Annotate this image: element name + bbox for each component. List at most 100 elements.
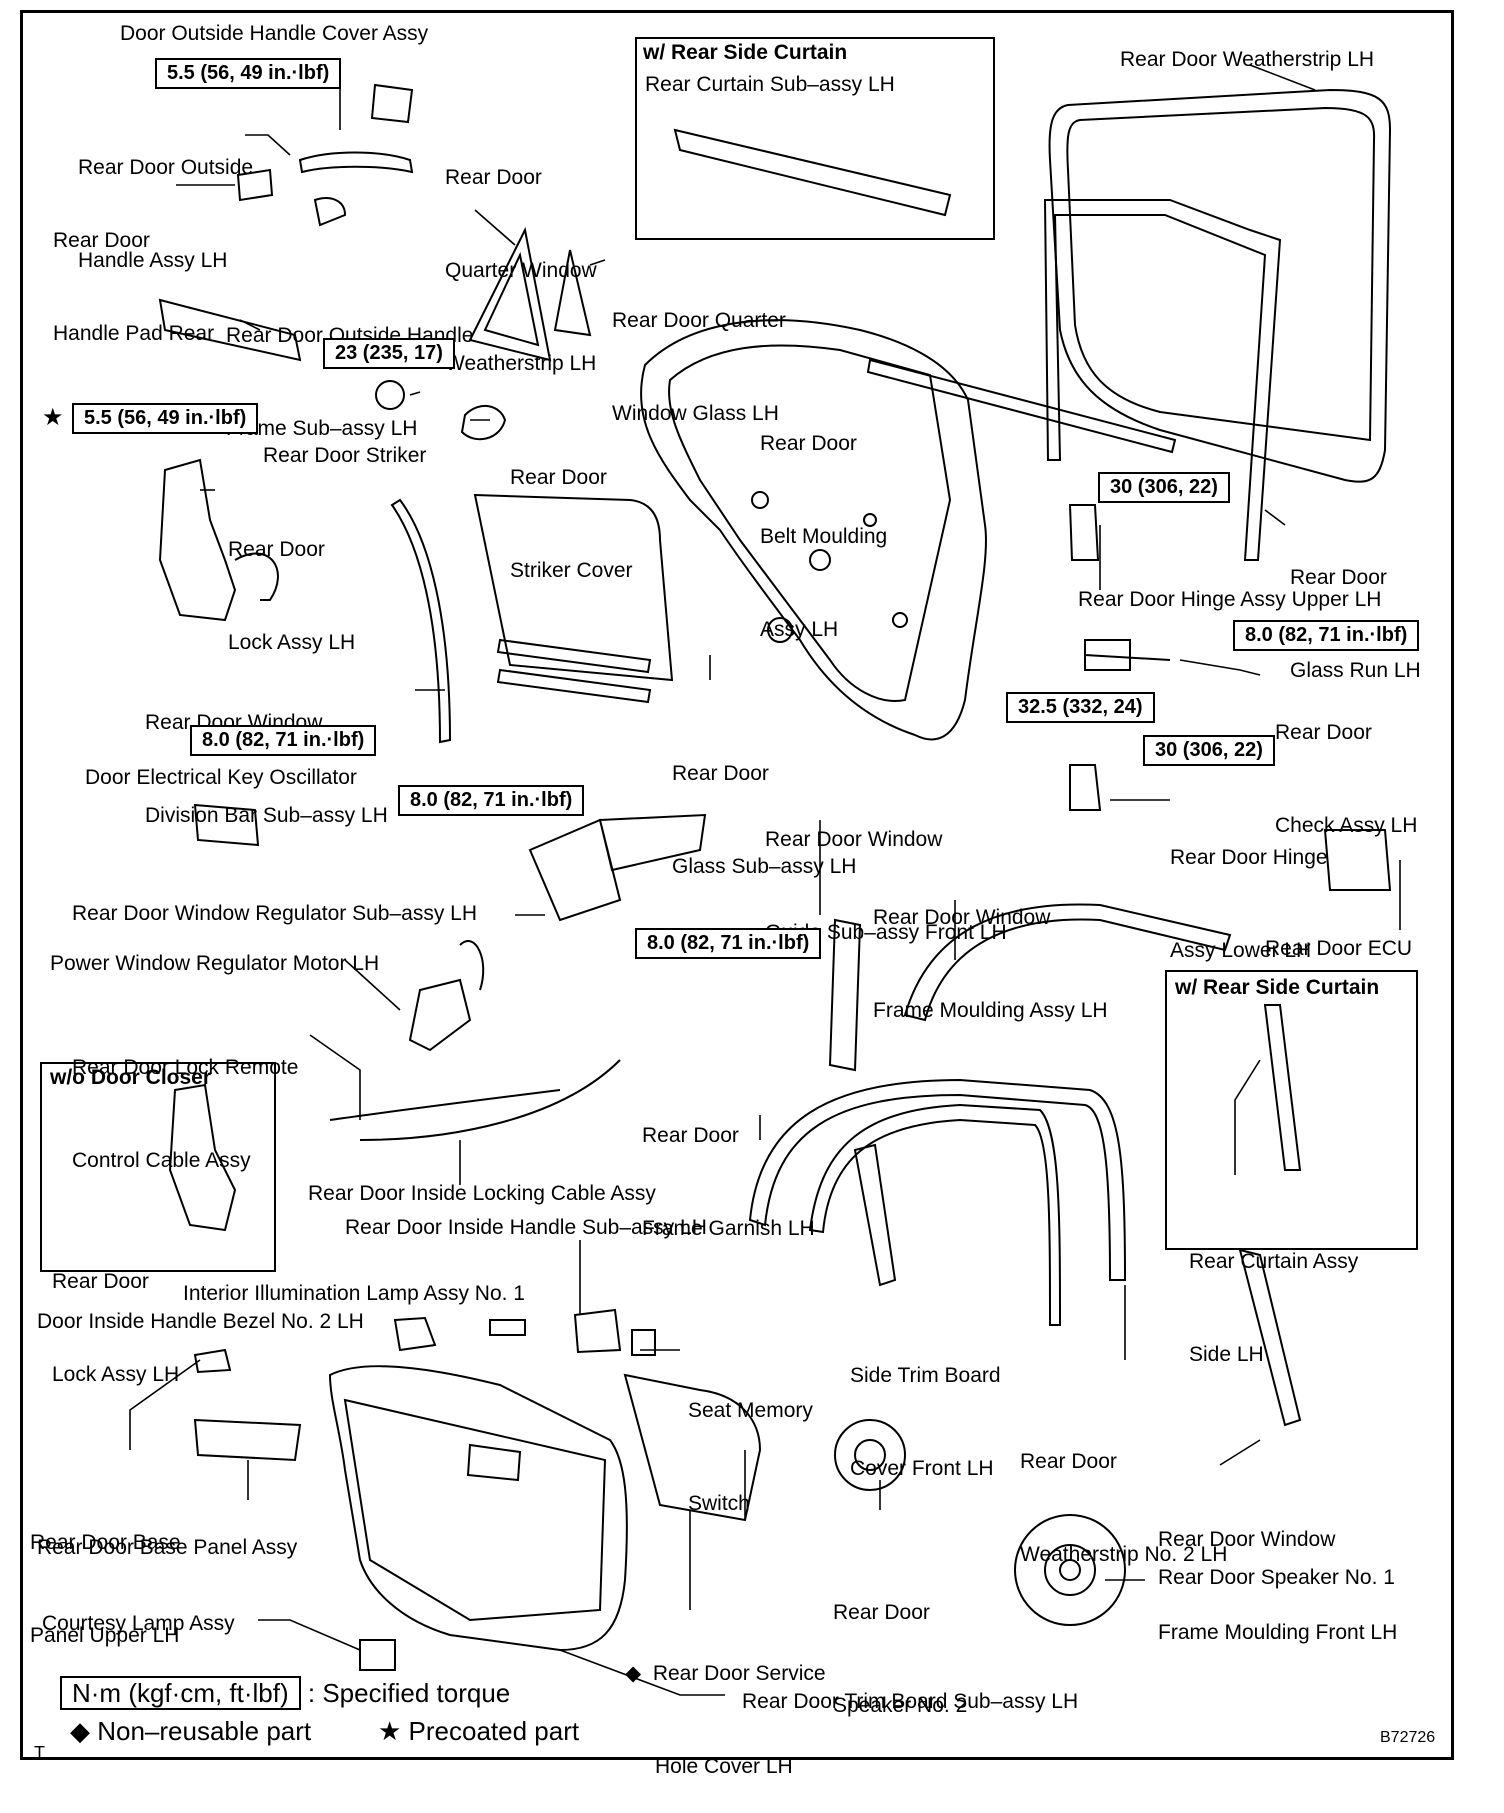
label-line: Check Assy LH (1275, 814, 1418, 837)
label-line: Rear Door Hinge (1170, 846, 1328, 869)
striker-shape (375, 380, 405, 410)
label-line: Rear Door (1275, 721, 1372, 744)
label-line: Weatherstrip No. 2 LH (1020, 1543, 1228, 1566)
label-line: Control Cable Assy (72, 1149, 251, 1172)
legend-nonreusable: ◆ Non–reusable part (70, 1716, 311, 1747)
label-line: Lock Assy LH (52, 1363, 180, 1386)
label-line: Rear Door Service (652, 1662, 826, 1685)
label-line: Rear Door (445, 166, 542, 189)
label-service-hole-cover: ◆ Rear Door Service Hole Cover LH (625, 1596, 826, 1813)
label-frame-moulding-assy: Rear Door Window Frame Moulding Assy LH (873, 840, 1108, 1057)
label-frame-moulding-front: Rear Door Window Frame Moulding Front LH (1158, 1462, 1397, 1679)
label-inside-handle: Rear Door Inside Handle Sub–assy LH (345, 1216, 707, 1239)
label-rear-door-outside-handle: Rear Door Outside Handle Assy LH (78, 90, 253, 307)
label-quarter-window-weatherstrip: Rear Door Quarter Window Weatherstrip LH (445, 100, 597, 410)
glass-run-shape (1043, 199, 1282, 561)
label-line: Hole Cover LH (655, 1755, 793, 1778)
box-title: w/ Rear Side Curtain (643, 41, 848, 64)
label-regulator-motor: Power Window Regulator Motor LH (50, 952, 380, 975)
figure-code: B72726 (1380, 1729, 1436, 1746)
torque-lock: 5.5 (56, 49 in.·lbf) (72, 403, 259, 434)
label-line: Guide Sub–assy Front LH (765, 921, 1007, 944)
box-title: w/o Door Closer (50, 1066, 212, 1089)
label-line: Handle Pad Rear (53, 322, 215, 345)
label-glass-sub-assy: Rear Door Glass Sub–assy LH (672, 696, 856, 913)
label-illumination-lamp: Interior Illumination Lamp Assy No. 1 (183, 1282, 525, 1305)
label-base-panel-upper: Rear Door Base Panel Upper LH (30, 1465, 181, 1682)
label-inside-locking-cable: Rear Door Inside Locking Cable Assy (308, 1182, 656, 1205)
box-curtain-top: w/ Rear Side Curtain Rear Curtain Sub–as… (635, 37, 995, 240)
label-line: Rear Door Window (1158, 1528, 1336, 1551)
label-rear-door-lock: Rear Door Lock Assy LH (228, 472, 355, 689)
label-line: Lock Assy LH (228, 631, 356, 654)
label-lock-no-closer: Rear Door Lock Assy LH (52, 1204, 179, 1452)
label-trim-board: Rear Door Trim Board Sub–assy LH (742, 1690, 1079, 1713)
box-title: w/ Rear Side Curtain (1175, 976, 1380, 999)
corner-mark: T (34, 1743, 45, 1763)
outside-handle-shape (298, 151, 414, 174)
legend-torque: N·m (kgf·cm, ft·lbf) : Specified torque (60, 1676, 511, 1710)
division-bar-shape (390, 498, 452, 744)
label-line: Division Bar Sub–assy LH (145, 804, 388, 827)
label-line: Rear Door (672, 762, 769, 785)
label-line: Cover Front LH (850, 1457, 994, 1480)
legend-precoated-text: Precoated part (408, 1716, 580, 1746)
label-line: Glass Run LH (1290, 659, 1421, 682)
label-line: Rear Door (53, 229, 150, 252)
label-speaker-no2: Rear Door Speaker No. 2 (833, 1535, 967, 1752)
torque-check: 8.0 (82, 71 in.·lbf) (1233, 620, 1420, 651)
regulator-shape (528, 813, 707, 922)
label-line: Panel Upper LH (30, 1624, 180, 1647)
torque-handle: 5.5 (56, 49 in.·lbf) (155, 58, 342, 89)
label-hinge-upper: Rear Door Hinge Assy Upper LH (1078, 588, 1382, 611)
label-side-trim-cover: Side Trim Board Cover Front LH (850, 1298, 1001, 1515)
weatherstrip-shape (1048, 88, 1392, 483)
belt-moulding-shape (866, 358, 1177, 454)
striker-cover-shape (460, 405, 507, 441)
label-window-guide-front: Rear Door Window Guide Sub–assy Front LH (765, 762, 1007, 979)
legend-unit-text: : Specified torque (307, 1678, 511, 1708)
label-line: Rear Door Quarter (612, 309, 786, 332)
label-rear-door-handle-pad: Rear Door Handle Pad Rear (53, 163, 214, 380)
label-line: Rear Door Base (30, 1531, 181, 1554)
star-marker: ★ (42, 404, 64, 431)
label-line: Rear Door Outside (78, 156, 254, 179)
door-inner-panel (640, 319, 987, 741)
label-line: Side LH (1189, 1343, 1264, 1366)
label-line: Switch (688, 1492, 750, 1515)
diagram-frame (20, 10, 1454, 1760)
ecu-shape (1323, 829, 1392, 891)
label-line: Weatherstrip LH (445, 352, 597, 375)
label-key-oscillator: Door Electrical Key Oscillator (85, 766, 357, 789)
label-line: Quarter Window (445, 259, 597, 282)
label-glass-run: Rear Door Glass Run LH (1290, 500, 1421, 717)
leader-lines (129, 64, 1401, 1696)
label-line: Rear Door (510, 466, 607, 489)
label-base-panel-assy: Rear Door Base Panel Assy (37, 1536, 298, 1559)
label-courtesy-lamp: Courtesy Lamp Assy (42, 1612, 235, 1635)
label-line: Assy LH (760, 618, 839, 641)
label-line: Rear Door Lock Remote (72, 1056, 299, 1079)
torque-hinge-upper: 30 (306, 22) (1098, 472, 1230, 503)
door-glass-shape (473, 493, 674, 682)
quarter-weatherstrip-shape (468, 226, 552, 362)
label-line: Rear Door (833, 1601, 930, 1624)
legend-precoated: ★ Precoated part (378, 1716, 579, 1747)
label-line: Rear Door (642, 1124, 739, 1147)
label-line: Frame Moulding Front LH (1158, 1621, 1398, 1644)
trim-board-shape (328, 1365, 628, 1652)
label-frame-garnish: Rear Door Frame Garnish LH (642, 1058, 815, 1275)
label-rear-curtain-sub-assy: Rear Curtain Sub–assy LH (645, 73, 895, 96)
label-line: Side Trim Board (850, 1364, 1001, 1387)
box-no-closer: w/o Door Closer Rear Door Lock Assy LH (40, 1062, 276, 1386)
label-line: Rear Curtain Assy (1189, 1250, 1359, 1273)
label-striker-cover: Rear Door Striker Cover (510, 400, 633, 617)
label-line: Rear Door (760, 432, 857, 455)
label-handle-bezel: Door Inside Handle Bezel No. 2 LH (37, 1310, 364, 1333)
label-hinge-lower: Rear Door Hinge Assy Lower LH (1170, 780, 1328, 997)
torque-hinge-body: 32.5 (332, 24) (1006, 692, 1155, 723)
label-rear-door-ecu: Rear Door ECU (1265, 937, 1413, 960)
label-seat-memory-switch: Seat Memory Switch (688, 1333, 813, 1550)
label-rear-curtain-assy: Rear Curtain Assy Side LH (1189, 1184, 1358, 1432)
